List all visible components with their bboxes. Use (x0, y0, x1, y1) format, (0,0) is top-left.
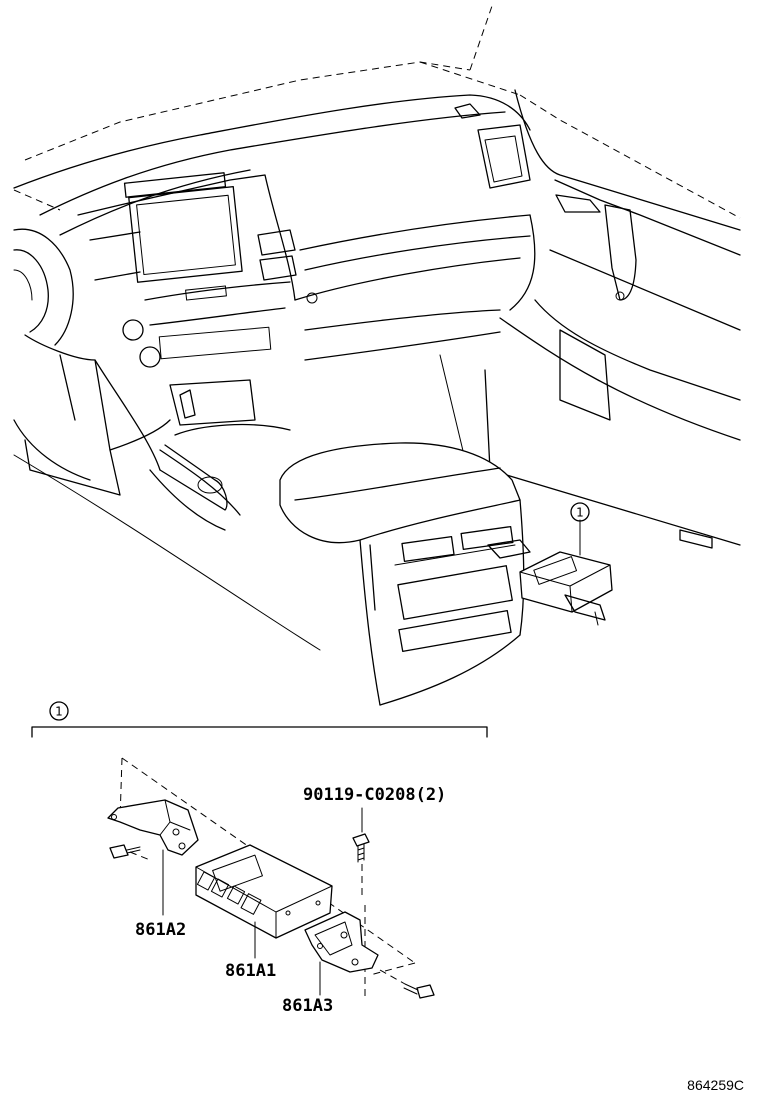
bracket-left-shape (107, 799, 199, 856)
bolt-shape (352, 833, 370, 863)
callout-number-lower: 1 (55, 705, 63, 719)
detail-bracket-line (31, 726, 488, 738)
callout-number-upper: 1 (576, 506, 584, 520)
exploded-detail: 1 (31, 701, 488, 1016)
part-label-bolt: 90119-C0208(2) (303, 785, 446, 805)
screw-right-shape (403, 983, 435, 999)
callout-marker-upper (570, 502, 590, 522)
bracket-right-shape (304, 911, 379, 973)
part-label-bracket-right: 861A3 (282, 996, 333, 1016)
part-label-bracket-left: 861A2 (135, 920, 186, 940)
screw-left-shape (109, 844, 141, 859)
callout-marker-lower (49, 701, 69, 721)
part-label-module: 861A1 (225, 961, 276, 981)
module-shape (195, 844, 333, 939)
figure-code: 864259C (687, 1077, 744, 1093)
vehicle-interior-illustration: 1 (13, 5, 741, 706)
